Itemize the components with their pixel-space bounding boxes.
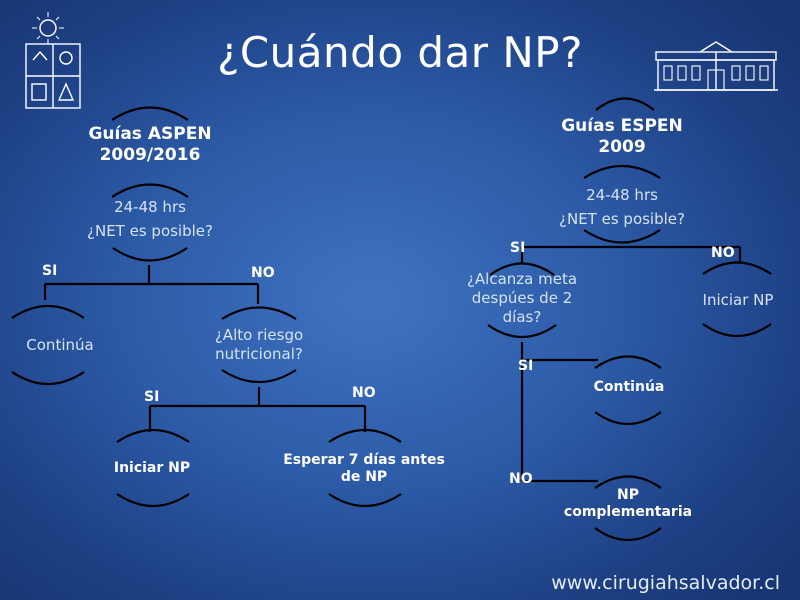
espen-meta-line1: ¿Alcanza meta	[466, 270, 578, 288]
node-arc	[11, 304, 85, 319]
espen-iniciar-np-node: Iniciar NP	[702, 291, 774, 309]
node-arc	[112, 247, 188, 262]
espen-heading-line2: 2009	[598, 137, 646, 157]
node-arc	[594, 411, 662, 425]
node-arc	[221, 369, 297, 384]
espen-si-label: SI	[510, 240, 526, 256]
node-arc	[594, 527, 662, 541]
aspen-heading: Guías ASPEN 2009/2016	[70, 124, 230, 166]
aspen-iniciar-np-node: Iniciar NP	[113, 460, 191, 476]
espen-np-line2: complementaria	[563, 504, 693, 520]
node-arc	[111, 183, 189, 198]
espen-net-question-line1: 24-48 hrs	[586, 186, 658, 204]
node-arc	[328, 493, 402, 508]
aspen-net-question-line2: ¿NET es posible?	[87, 222, 213, 240]
espen-continua-node: Continúa	[593, 379, 665, 395]
aspen-heading-line2: 2009/2016	[99, 145, 201, 165]
node-arc	[221, 306, 297, 320]
aspen-esperar-line2: de NP	[340, 469, 388, 485]
espen-np-line1: NP	[617, 487, 639, 503]
node-arc	[11, 371, 85, 386]
node-arc	[489, 262, 555, 276]
espen-heading-line1: Guías ESPEN	[561, 116, 683, 136]
espen-no-label: NO	[711, 245, 735, 261]
espen-meta-line3: días?	[502, 308, 542, 326]
espen-si2-label: SI	[518, 358, 534, 374]
aspen-no2-label: NO	[352, 385, 376, 401]
espen-meta-question: ¿Alcanza meta despúes de 2 días?	[444, 270, 600, 327]
node-arc	[328, 428, 402, 443]
aspen-heading-line1: Guías ASPEN	[88, 124, 212, 144]
espen-meta-line2: despúes de 2	[471, 289, 573, 307]
node-arc	[116, 428, 190, 443]
aspen-net-question: 24-48 hrs ¿NET es posible?	[60, 198, 240, 241]
node-arc	[116, 493, 190, 508]
node-arc	[487, 324, 557, 338]
node-arc	[594, 355, 662, 369]
building-logo-icon	[654, 41, 778, 91]
node-arc	[583, 229, 661, 244]
espen-net-question-line2: ¿NET es posible?	[559, 210, 685, 228]
slide-title: ¿Cuándo dar NP?	[217, 28, 583, 77]
aspen-si-label: SI	[42, 263, 58, 279]
university-crest-icon	[25, 12, 81, 109]
aspen-net-question-line1: 24-48 hrs	[114, 198, 186, 216]
espen-np-complementaria-node: NP complementaria	[548, 487, 708, 521]
aspen-esperar-node: Esperar 7 días antes de NP	[270, 452, 458, 486]
node-arc	[111, 106, 189, 121]
aspen-esperar-line1: Esperar 7 días antes	[283, 452, 445, 468]
espen-net-question: 24-48 hrs ¿NET es posible?	[532, 186, 712, 229]
node-arc	[583, 164, 661, 179]
aspen-riesgo-line2: nutricional?	[215, 345, 303, 363]
espen-no2-label: NO	[509, 471, 533, 487]
footer-url: www.cirugiahsalvador.cl	[551, 572, 780, 594]
aspen-si2-label: SI	[144, 389, 160, 405]
node-arc	[594, 475, 662, 489]
node-arc	[595, 97, 655, 111]
node-arc	[702, 261, 772, 275]
aspen-continua-node: Continúa	[26, 336, 94, 354]
node-arc	[702, 323, 772, 337]
aspen-riesgo-line1: ¿Alto riesgo	[214, 326, 304, 344]
aspen-riesgo-question: ¿Alto riesgo nutricional?	[186, 326, 332, 364]
aspen-no-label: NO	[251, 265, 275, 281]
espen-heading: Guías ESPEN 2009	[542, 116, 702, 158]
